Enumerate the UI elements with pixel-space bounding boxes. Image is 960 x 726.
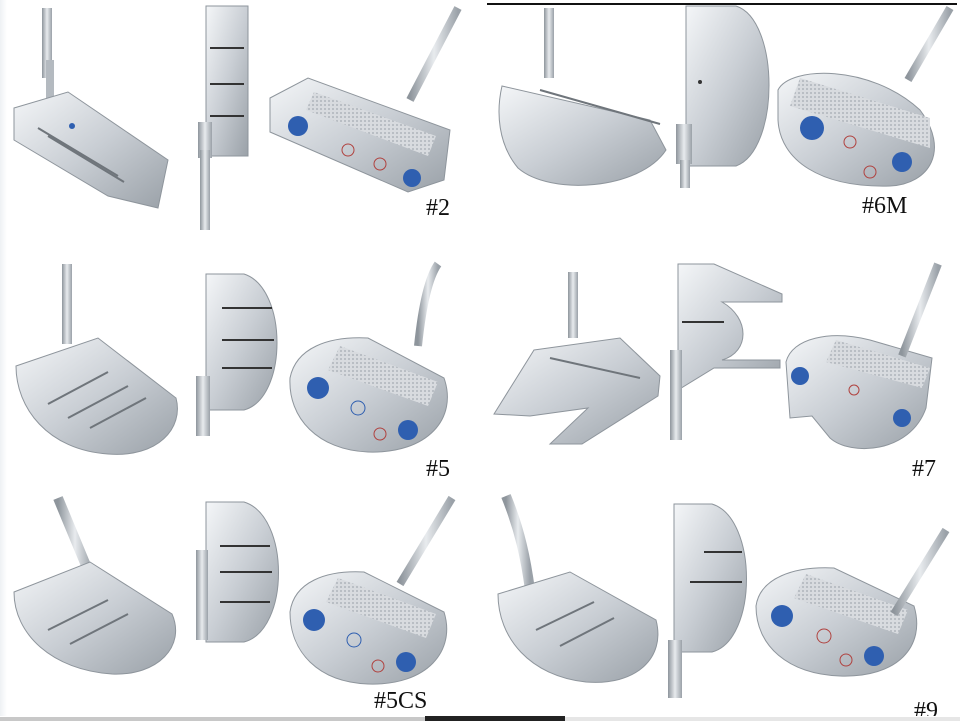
bottom-scroll-strip [0,716,960,726]
putter-2-face-view [198,5,249,230]
bottom-strip-left [0,717,425,721]
putter-6m-sole-view [777,5,954,187]
putter-panel-5: #5 [8,258,478,493]
putter-7-sole-view [785,262,942,449]
putter-panel-9: #9 [490,490,960,725]
putter-7-face-view [670,263,783,440]
model-label-7: #7 [912,456,936,482]
model-label-2: #2 [426,195,450,221]
putter-panel-7: #7 [490,258,960,493]
putter-6m-address-view [498,8,667,186]
putter-7-address-view [493,272,661,445]
bottom-strip-right [565,717,960,721]
top-divider-line [487,3,957,5]
putter-5cs-sole-view [289,495,456,685]
model-label-5cs: #5CS [374,688,428,714]
left-edge-shadow [0,0,7,720]
putter-panel-5cs: #5CS [8,490,478,725]
putter-9-face-view [668,503,747,698]
putter-2-sole-view [269,6,462,193]
putter-panel-6m: #6M [490,0,960,235]
putter-5cs-address-view [13,496,177,675]
putter-5-sole-view [289,261,448,453]
putter-6m-views [498,5,954,188]
putter-5-views [15,261,448,455]
putter-5cs-face-view [196,501,279,643]
putter-5-address-view [15,264,178,455]
putter-9-address-view [497,494,659,683]
putter-2-views [13,5,462,230]
putter-5-face-view [196,273,278,436]
putter-2-address-view [13,8,169,209]
model-label-6m: #6M [862,193,908,219]
putter-7-views [493,262,942,449]
putter-9-sole-view [755,527,950,677]
putter-5cs-views [13,495,456,685]
model-label-5: #5 [426,456,450,482]
bottom-strip-thumb [425,716,565,721]
putter-panel-2: #2 [8,0,478,235]
putter-9-views [497,494,950,698]
putter-6m-face-view [676,5,770,188]
